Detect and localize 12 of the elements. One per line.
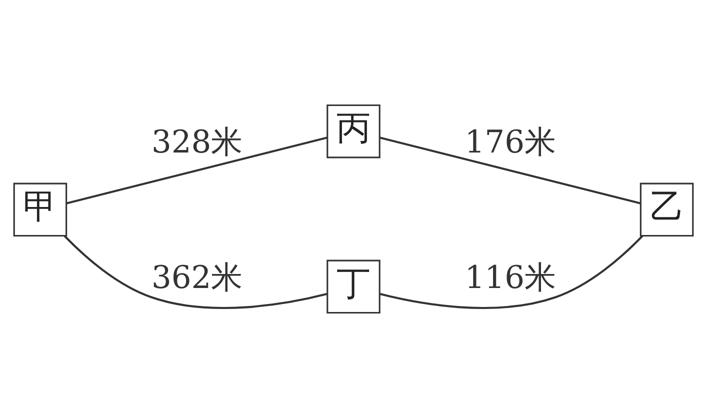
connector xyxy=(64,234,328,308)
connector xyxy=(380,234,644,308)
node-box: 丙 xyxy=(326,104,380,158)
connector xyxy=(379,136,641,204)
edge-label: 328米 xyxy=(151,124,242,160)
edge-label: 176米 xyxy=(464,124,556,160)
node-box: 甲 xyxy=(13,182,68,236)
node-box: 丁 xyxy=(326,259,380,314)
connector xyxy=(66,136,328,204)
edge-label: 362米 xyxy=(151,260,242,296)
edge-label: 116米 xyxy=(464,260,556,296)
node-box: 乙 xyxy=(640,182,694,236)
